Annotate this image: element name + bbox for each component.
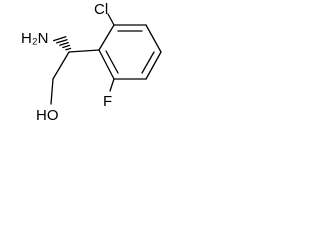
ring-bond-3	[145, 24, 162, 53]
hydroxyl-label: HO	[36, 107, 59, 124]
molecule-diagram: H₂N Cl F HO	[21, 1, 162, 124]
hash-line	[65, 47, 72, 51]
chlorine-label: Cl	[94, 1, 108, 18]
ring-bond-4	[145, 51, 162, 80]
structure-canvas: H₂N Cl F HO	[0, 0, 166, 154]
bond-chiral-to-ch2	[52, 51, 70, 80]
fluorine-label: F	[103, 93, 112, 110]
benzene-ring	[98, 24, 162, 80]
amine-label: H₂N	[21, 30, 49, 47]
hash-line	[62, 44, 71, 49]
ring-double-bond-3	[105, 50, 119, 74]
ring-double-bond-2	[141, 51, 155, 74]
hash-line	[59, 41, 69, 46]
bond-ch2-to-oh	[50, 78, 54, 105]
bond-chiral-to-ring	[68, 49, 100, 53]
ring-bond-6	[98, 49, 115, 80]
stereo-hash-wedge	[52, 36, 72, 51]
ring-bond-1	[98, 24, 115, 51]
bond-ring-to-chlorine	[107, 13, 115, 26]
bond-ring-to-fluorine	[109, 78, 115, 92]
hash-line	[52, 36, 67, 42]
hash-line	[56, 39, 68, 44]
